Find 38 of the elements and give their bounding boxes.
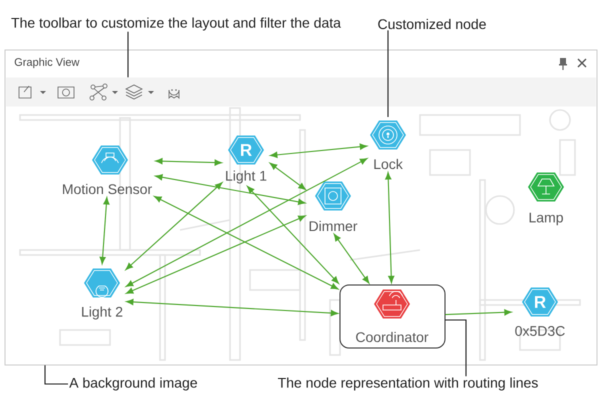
device-node: R Light 1 <box>226 136 266 184</box>
arrow <box>155 158 222 166</box>
node-label: Light 1 <box>226 170 266 184</box>
node-label: 0x5D3C <box>515 326 565 336</box>
device-node: R 0x5D3C <box>515 288 565 336</box>
arrow <box>100 197 110 264</box>
device-node: Dimmer <box>310 182 358 232</box>
device-node: Lamp <box>528 172 564 226</box>
device-node: Light 2 <box>82 268 122 320</box>
callout-text: The node representation with routing lines <box>278 377 538 390</box>
arrow <box>126 215 306 294</box>
callout-text: Customized node <box>378 18 486 30</box>
node-label: Motion Sensor <box>63 184 152 194</box>
device-node: Lock <box>370 120 406 170</box>
arrow <box>270 162 306 190</box>
node-label: Dimmer <box>310 220 358 232</box>
arrow <box>334 234 370 284</box>
callout-text: A background image <box>69 377 197 390</box>
arrow <box>126 158 368 287</box>
node-label: Lock <box>374 158 403 170</box>
toolbar <box>6 78 596 106</box>
callout-text: The toolbar to customize the layout and filter the data <box>11 17 341 31</box>
leader-line <box>127 32 129 78</box>
arrow <box>126 298 338 316</box>
leader-line <box>387 30 389 117</box>
node-label: Lamp <box>530 212 563 226</box>
leader-line <box>445 319 467 376</box>
arrow <box>270 144 368 158</box>
leader-line <box>44 365 68 385</box>
arrow <box>246 186 339 284</box>
arrow <box>154 196 338 290</box>
node-label: Light 2 <box>82 306 122 320</box>
device-node: Coordinator <box>340 284 446 348</box>
arrow <box>155 174 306 205</box>
arrow <box>385 172 394 284</box>
arrow <box>126 182 223 270</box>
arrow <box>445 309 512 316</box>
device-node: Motion Sensor <box>63 146 152 194</box>
